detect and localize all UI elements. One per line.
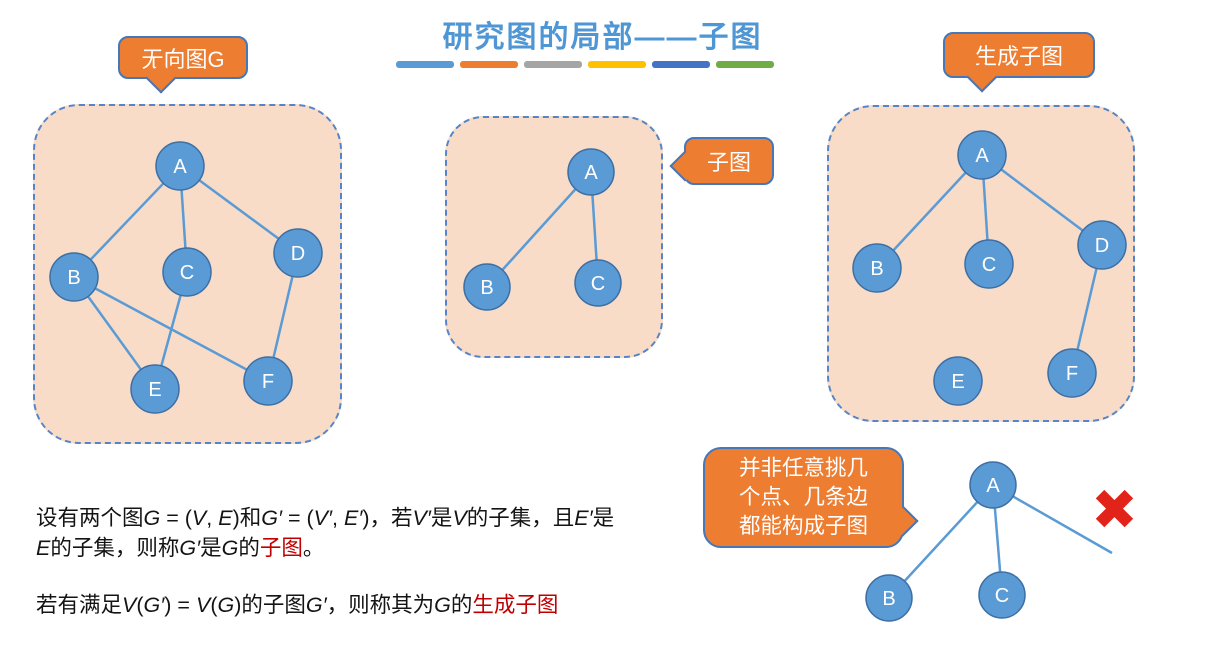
callout-undirected-graph: 无向图G <box>118 36 248 94</box>
text-segment: 是 <box>592 506 615 530</box>
definition-line-1: 设有两个图G = (V, E)和G′ = (V′, E′)，若V′是V的子集，且… <box>36 503 686 533</box>
text-segment: V′ <box>412 506 431 530</box>
accent-bars <box>396 61 774 68</box>
text-segment: 是 <box>200 536 222 560</box>
spanning-subgraph-panel <box>827 105 1135 422</box>
edge-A-B <box>888 484 994 599</box>
text-segment: E′ <box>574 506 593 530</box>
text-segment: E <box>218 506 233 530</box>
text-segment: 设有两个图 <box>36 506 144 530</box>
callout-tail <box>887 505 919 537</box>
accent-bar-orange <box>460 61 518 68</box>
text-segment: )的子图 <box>234 593 306 617</box>
text-segment: G <box>221 536 239 560</box>
text-segment: , <box>206 506 219 530</box>
callout-spanning-label: 生成子图 <box>974 44 1063 69</box>
callout-warning: 并非任意挑几 个点、几条边 都能构成子图 <box>703 447 919 548</box>
cross-icon: ✖ <box>1091 478 1138 541</box>
text-segment: E′ <box>344 506 363 530</box>
text-segment: , <box>332 506 344 530</box>
node-B: B <box>865 574 913 622</box>
accent-bar-blue <box>396 61 454 68</box>
text-segment: G′ <box>261 506 282 530</box>
text-segment: G <box>143 506 161 530</box>
text-segment: 子图 <box>259 536 303 560</box>
undirected-graph-panel <box>33 104 342 444</box>
callout-spanning-subgraph: 生成子图 <box>943 32 1095 93</box>
text-segment: 。 <box>302 536 325 560</box>
text-segment: G′ <box>143 593 165 617</box>
svg-text:B: B <box>882 588 895 610</box>
definition-paragraph: 设有两个图G = (V, E)和G′ = (V′, E′)，若V′是V的子集，且… <box>36 503 686 563</box>
svg-text:A: A <box>986 475 1000 497</box>
text-segment: 的 <box>238 536 260 560</box>
accent-bar-green <box>716 61 774 68</box>
spanning-definition-line: 若有满足V(G′) = V(G)的子图G′，则称其为G的生成子图 <box>36 590 686 620</box>
text-segment: 生成子图 <box>472 593 559 617</box>
callout-subgraph: 子图 <box>669 137 774 185</box>
text-segment: ，则称其为 <box>326 593 435 617</box>
text-segment: ) = <box>164 593 196 617</box>
text-segment: = ( <box>160 506 192 530</box>
text-segment: E <box>36 536 51 560</box>
text-segment: V <box>122 593 137 617</box>
text-segment: 的子集，则称 <box>50 536 180 560</box>
text-segment: 是 <box>430 506 453 530</box>
text-segment: G′ <box>305 593 327 617</box>
text-segment: )和 <box>232 506 262 530</box>
accent-bar-darkblue <box>652 61 710 68</box>
text-segment: V <box>452 506 467 530</box>
text-segment: V <box>195 593 211 617</box>
node-A: A <box>969 461 1017 509</box>
definition-line-2: E的子集，则称G′是G的子图。 <box>36 533 686 563</box>
text-segment: )，若 <box>362 506 413 530</box>
callout-subgraph-label: 子图 <box>706 150 751 175</box>
text-segment: G′ <box>179 536 201 560</box>
text-segment: = ( <box>282 506 314 530</box>
page-title: 研究图的局部——子图 <box>442 21 763 54</box>
svg-text:C: C <box>995 585 1009 607</box>
text-segment: V′ <box>313 506 333 530</box>
subgraph-panel <box>445 116 663 358</box>
text-segment: V <box>191 506 207 530</box>
callout-warning-text: 并非任意挑几 个点、几条边 都能构成子图 <box>738 456 868 538</box>
text-segment: 若有满足 <box>36 593 123 617</box>
spanning-definition-paragraph: 若有满足V(G′) = V(G)的子图G′，则称其为G的生成子图 <box>36 590 686 620</box>
edge-A-C <box>991 484 1004 596</box>
text-segment: ( <box>210 593 218 617</box>
text-segment: 的子集，且 <box>466 506 575 530</box>
text-segment: G <box>217 593 235 617</box>
text-segment: 的 <box>450 593 473 617</box>
text-segment: G <box>434 593 451 617</box>
text-segment: ( <box>136 593 144 617</box>
node-C: C <box>978 571 1026 619</box>
accent-bar-gray <box>524 61 582 68</box>
accent-bar-yellow <box>588 61 646 68</box>
callout-tail <box>669 150 701 182</box>
